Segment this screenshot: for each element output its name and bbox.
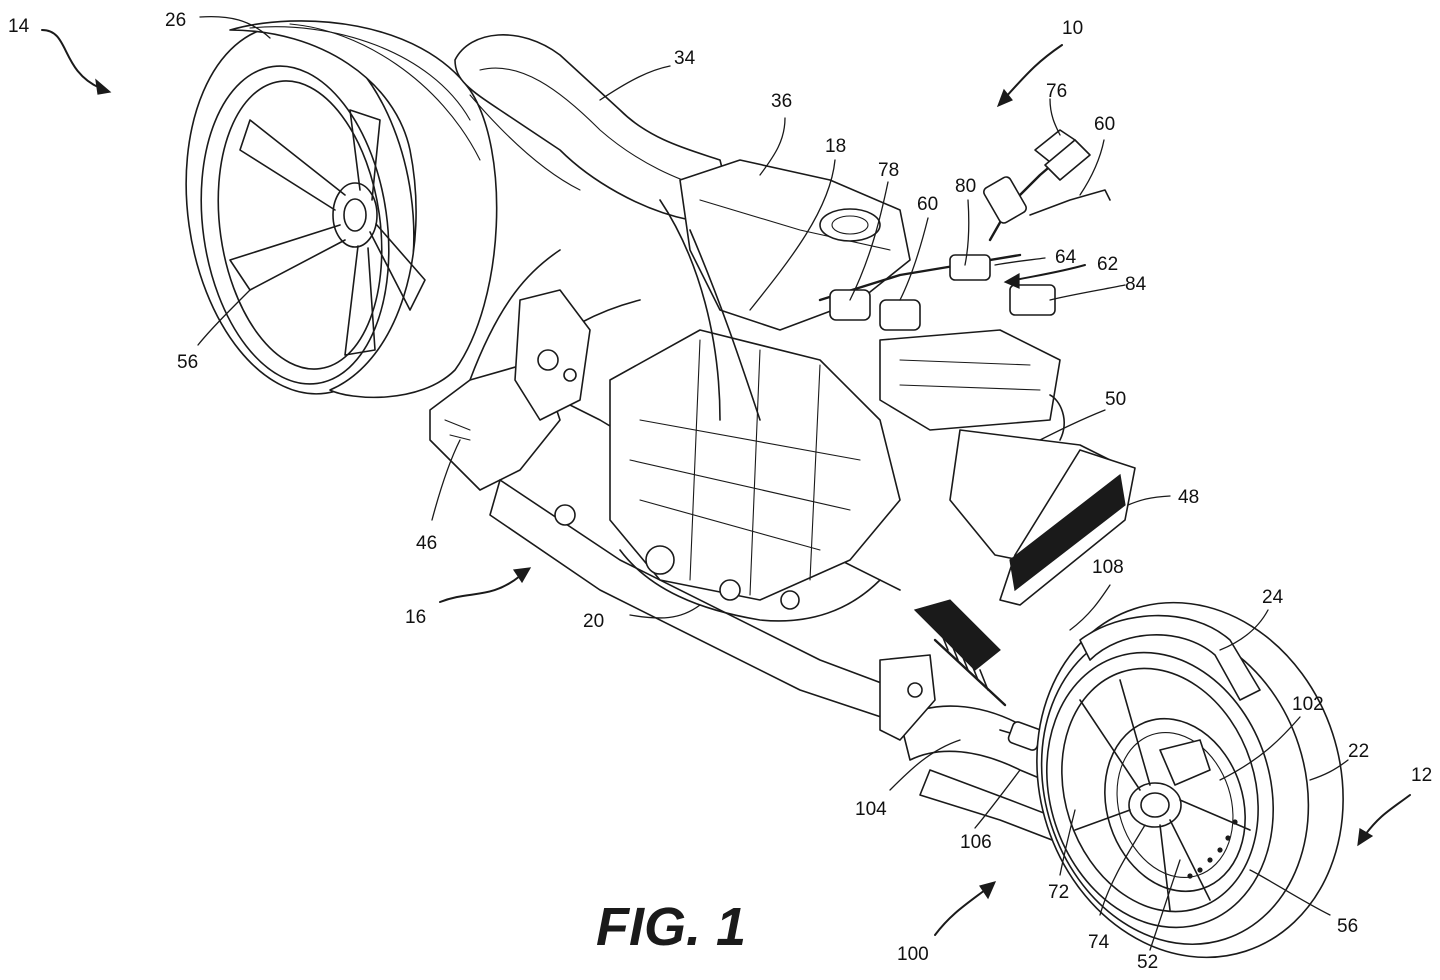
ref-26: 26 xyxy=(165,10,186,31)
ref-60-lower: 60 xyxy=(917,194,938,215)
ref-14: 14 xyxy=(8,16,30,37)
arrow-14-head xyxy=(95,78,112,95)
arrow-100 xyxy=(934,889,986,936)
ref-24: 24 xyxy=(1262,587,1284,608)
ref-12: 12 xyxy=(1411,765,1432,786)
arrow-100-head xyxy=(979,881,997,900)
ref-56-rear: 56 xyxy=(177,352,198,373)
frame-and-engine xyxy=(489,159,911,721)
arrow-16 xyxy=(439,575,521,603)
ref-18: 18 xyxy=(825,136,846,157)
ref-108: 108 xyxy=(1092,557,1124,578)
ref-62: 62 xyxy=(1097,254,1118,275)
ref-72: 72 xyxy=(1048,882,1069,903)
ref-102: 102 xyxy=(1292,694,1324,715)
ref-10: 10 xyxy=(1062,18,1083,39)
ref-52: 52 xyxy=(1137,952,1158,973)
arrow-10 xyxy=(1004,44,1063,99)
reference-numerals: 14 26 34 10 76 36 60 18 78 80 60 64 62 8… xyxy=(8,10,1432,973)
ref-78: 78 xyxy=(878,160,899,181)
ref-74: 74 xyxy=(1088,932,1110,953)
front-wheel xyxy=(1036,601,1344,959)
ref-50: 50 xyxy=(1105,389,1126,410)
arrow-12-head xyxy=(1357,828,1374,847)
ref-56-front: 56 xyxy=(1337,916,1358,937)
ref-104: 104 xyxy=(855,799,887,820)
arrow-10-head xyxy=(996,88,1013,108)
ref-76: 76 xyxy=(1046,81,1067,102)
ref-80: 80 xyxy=(955,176,976,197)
radiator xyxy=(949,394,1136,606)
arrow-62-head xyxy=(1003,272,1020,289)
ref-16: 16 xyxy=(405,607,426,628)
figure-caption: FIG. 1 xyxy=(596,897,746,957)
handlebar-assembly xyxy=(818,129,1111,431)
ref-46: 46 xyxy=(416,533,437,554)
indicator-arrows xyxy=(41,29,1411,936)
ref-34: 34 xyxy=(674,48,696,69)
ref-100: 100 xyxy=(897,944,929,965)
arrow-14 xyxy=(41,29,101,89)
rear-wheel xyxy=(185,20,498,399)
ref-48: 48 xyxy=(1178,487,1199,508)
ref-60-upper: 60 xyxy=(1094,114,1115,135)
arrow-16-head xyxy=(512,567,532,584)
ref-84: 84 xyxy=(1125,274,1147,295)
ref-22: 22 xyxy=(1348,741,1369,762)
leader-lines xyxy=(197,15,1349,951)
ref-106: 106 xyxy=(960,832,992,853)
ref-20: 20 xyxy=(583,611,604,632)
arrow-62 xyxy=(1014,264,1086,281)
arrow-12 xyxy=(1364,794,1411,836)
ref-64: 64 xyxy=(1055,247,1077,268)
ref-36: 36 xyxy=(771,91,792,112)
